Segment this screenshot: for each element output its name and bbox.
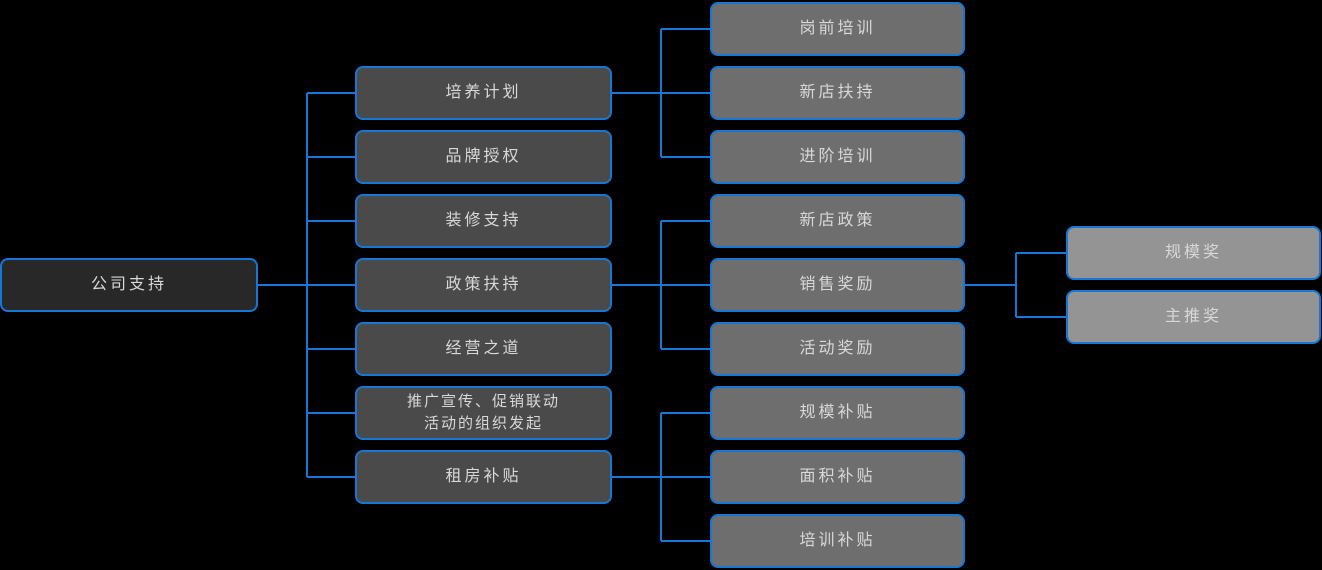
node-l2_7[interactable]: 面积补贴: [710, 450, 965, 504]
node-label: 销售奖励: [799, 276, 876, 294]
node-l2_8[interactable]: 培训补贴: [710, 514, 965, 568]
node-label: 面积补贴: [799, 468, 876, 486]
node-label: 推广宣传、促销联动 活动的组织发起: [406, 393, 560, 432]
node-label: 主推奖: [1164, 308, 1222, 326]
node-l3_0[interactable]: 规模奖: [1066, 226, 1321, 280]
node-label: 新店扶持: [799, 84, 876, 102]
node-l3_1[interactable]: 主推奖: [1066, 290, 1321, 344]
node-label: 培训补贴: [799, 532, 876, 550]
node-label: 进阶培训: [799, 148, 876, 166]
node-l1_4[interactable]: 经营之道: [355, 322, 612, 376]
node-root[interactable]: 公司支持: [0, 258, 258, 312]
node-label: 租房补贴: [445, 468, 522, 486]
node-l1_0[interactable]: 培养计划: [355, 66, 612, 120]
node-label: 活动奖励: [799, 340, 876, 358]
node-l1_6[interactable]: 租房补贴: [355, 450, 612, 504]
node-label: 政策扶持: [445, 276, 522, 294]
node-l2_5[interactable]: 活动奖励: [710, 322, 965, 376]
node-label: 新店政策: [799, 212, 876, 230]
node-label: 经营之道: [445, 340, 522, 358]
node-l1_2[interactable]: 装修支持: [355, 194, 612, 248]
node-l2_1[interactable]: 新店扶持: [710, 66, 965, 120]
node-l1_5[interactable]: 推广宣传、促销联动 活动的组织发起: [355, 386, 612, 440]
node-l2_0[interactable]: 岗前培训: [710, 2, 965, 56]
node-label: 规模奖: [1164, 244, 1222, 262]
node-l2_6[interactable]: 规模补贴: [710, 386, 965, 440]
node-l1_1[interactable]: 品牌授权: [355, 130, 612, 184]
node-l2_3[interactable]: 新店政策: [710, 194, 965, 248]
node-l2_2[interactable]: 进阶培训: [710, 130, 965, 184]
node-label: 岗前培训: [799, 20, 876, 38]
node-label: 装修支持: [445, 212, 522, 230]
node-label: 品牌授权: [445, 148, 522, 166]
node-label: 公司支持: [90, 276, 167, 294]
node-l1_3[interactable]: 政策扶持: [355, 258, 612, 312]
node-label: 规模补贴: [799, 404, 876, 422]
node-l2_4[interactable]: 销售奖励: [710, 258, 965, 312]
node-label: 培养计划: [445, 84, 522, 102]
